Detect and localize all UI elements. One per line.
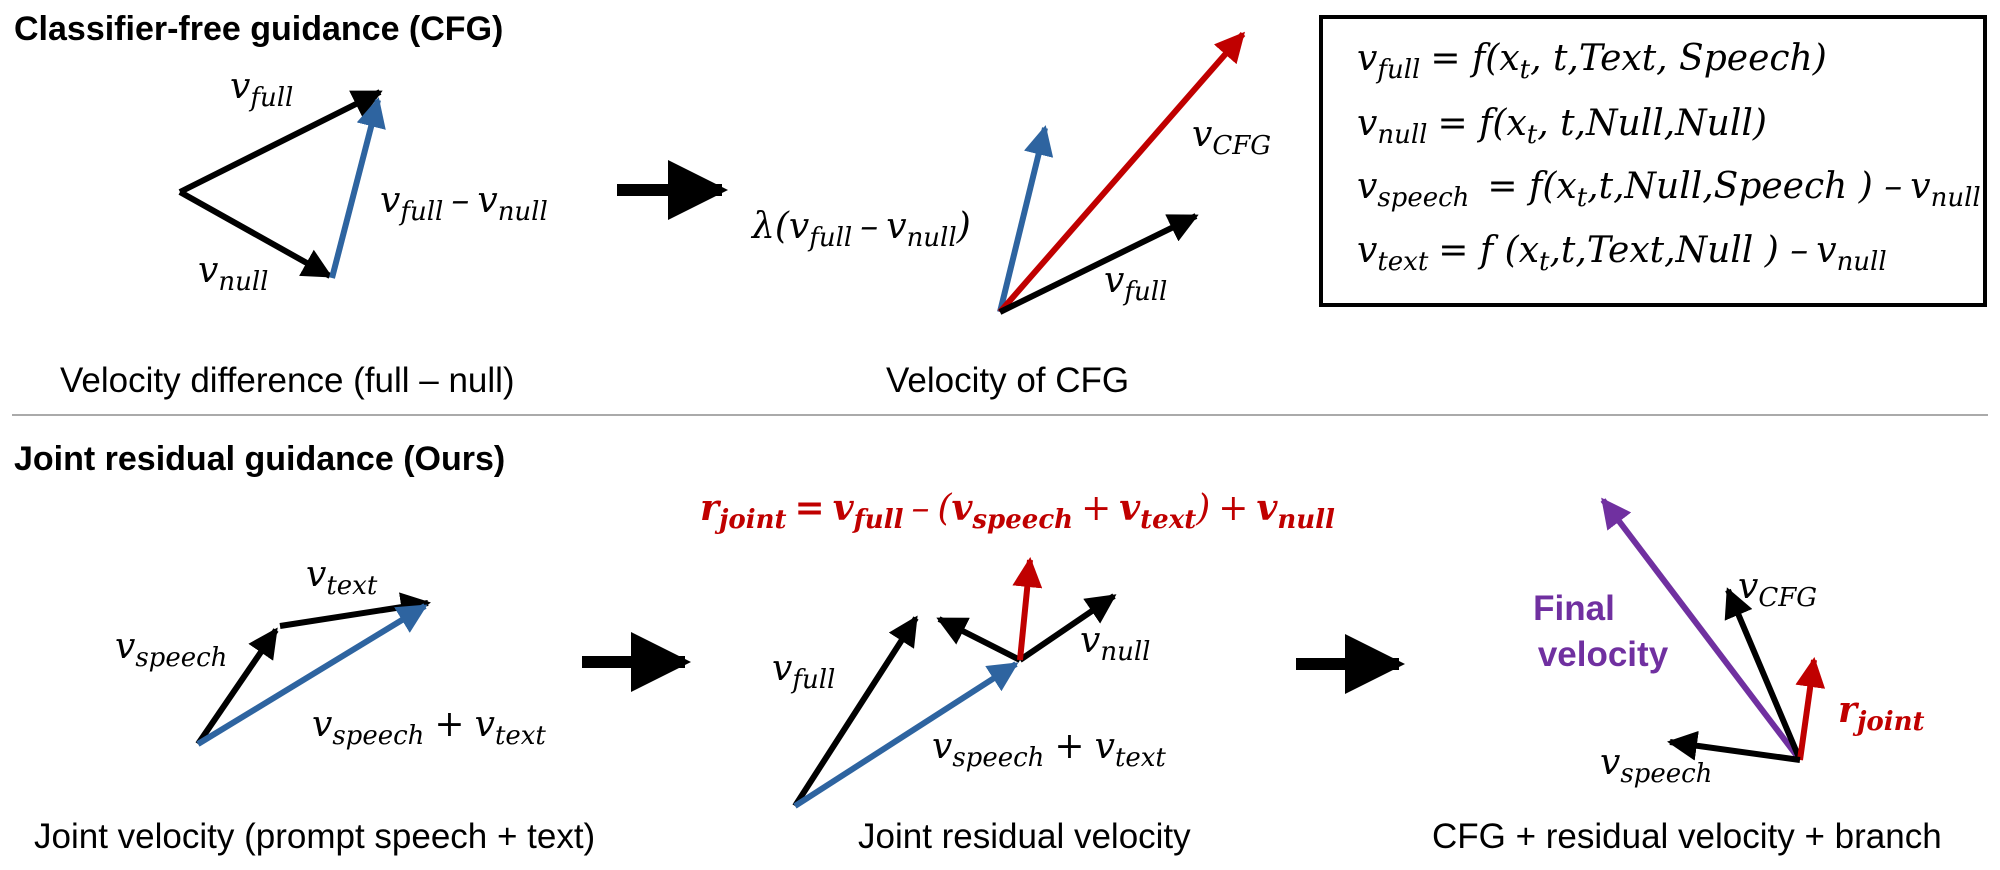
label-v-full-cfg: vfull [1104,260,1167,307]
label-v-speech: vspeech [115,626,227,673]
label-r-joint-final: rjoint [1838,689,1925,737]
arrow-v-cfg [997,31,1246,314]
arrow-r-joint-final [1795,657,1826,761]
label-v-cfg: vCFG [1192,114,1271,161]
arrow-v-speech-plus-text-residual [793,661,1019,809]
arrow-v-speech [195,627,279,746]
label-v-cfg-final: vCFG [1738,566,1817,613]
equations-box: vfull= f(xt, t,Text, Speech) vnull= f(xt… [1319,15,1987,307]
label-lambda-diff: λ(vfull–vnull) [750,206,971,253]
equation-v-full: vfull= f(xt, t,Text, Speech) [1357,38,1827,85]
arrow-v-full-cfg [998,213,1199,315]
panel-velocity-difference: vfull vnull vfull–vnull Velocity differe… [60,66,548,400]
arrow-v-speech-plus-text [196,603,428,747]
arrow-v-full-residual [792,615,919,808]
label-v-full-minus-v-null: vfull–vnull [380,180,548,227]
arrow-v-speech-final [1667,730,1801,763]
formula-r-joint: rjoint=vfull–(vspeech+vtext)+vnull [700,487,1335,535]
panel-velocity-of-cfg: λ(vfull–vnull) vCFG vfull Velocity of CF… [750,31,1271,400]
arrow-v-cfg-final [1724,587,1803,762]
arrow-final-velocity [1600,497,1803,762]
panel-final-velocity: Final velocity vCFG rjoint vspeech CFG +… [1432,497,1942,856]
panel-joint-residual-velocity: vfull vnull vspeech+vtext Joint residual… [772,557,1191,856]
caption-velocity-difference: Velocity difference (full – null) [60,361,515,400]
caption-velocity-of-cfg: Velocity of CFG [886,361,1129,400]
equations-box-frame [1319,15,1987,307]
equation-v-speech: vspeech= f(xt,t,Null,Speech ) –vnull [1357,166,1981,213]
equation-v-text: vtext= f (xt,t,Text,Null ) –vnull [1357,230,1887,277]
arrow-minus-joint [936,616,1022,663]
arrow-r-joint-residual [1012,557,1043,661]
arrow-v-full [178,89,383,195]
label-v-null: vnull [198,250,268,297]
label-final-velocity-line1: Final [1533,589,1615,628]
label-final-velocity-line2: velocity [1538,635,1669,674]
arrow-v-null-residual [1018,593,1117,663]
label-v-speech-final: vspeech [1600,742,1712,789]
label-v-full-residual: vfull [772,648,835,695]
equation-v-null: vnull= f(xt, t,Null,Null) [1357,103,1767,150]
top-section-title: Classifier-free guidance (CFG) [14,10,503,48]
arrow-v-null [178,189,333,279]
caption-final-velocity: CFG + residual velocity + branch [1432,817,1942,856]
label-v-null-residual: vnull [1080,620,1150,667]
label-v-speech-plus-v-text-residual: vspeech+vtext [932,726,1166,773]
caption-joint-residual-velocity: Joint residual velocity [858,817,1191,856]
bottom-section-title: Joint residual guidance (Ours) [14,440,505,478]
arrow-lambda-diff [997,125,1054,313]
caption-joint-velocity: Joint velocity (prompt speech + text) [34,817,595,856]
panel-joint-velocity: vtext vspeech vspeech+vtext Joint veloci… [34,554,595,856]
label-v-full: vfull [230,66,293,113]
label-v-text: vtext [306,554,378,601]
arrow-v-diff [329,97,386,279]
label-v-speech-plus-v-text: vspeech+vtext [312,704,546,751]
